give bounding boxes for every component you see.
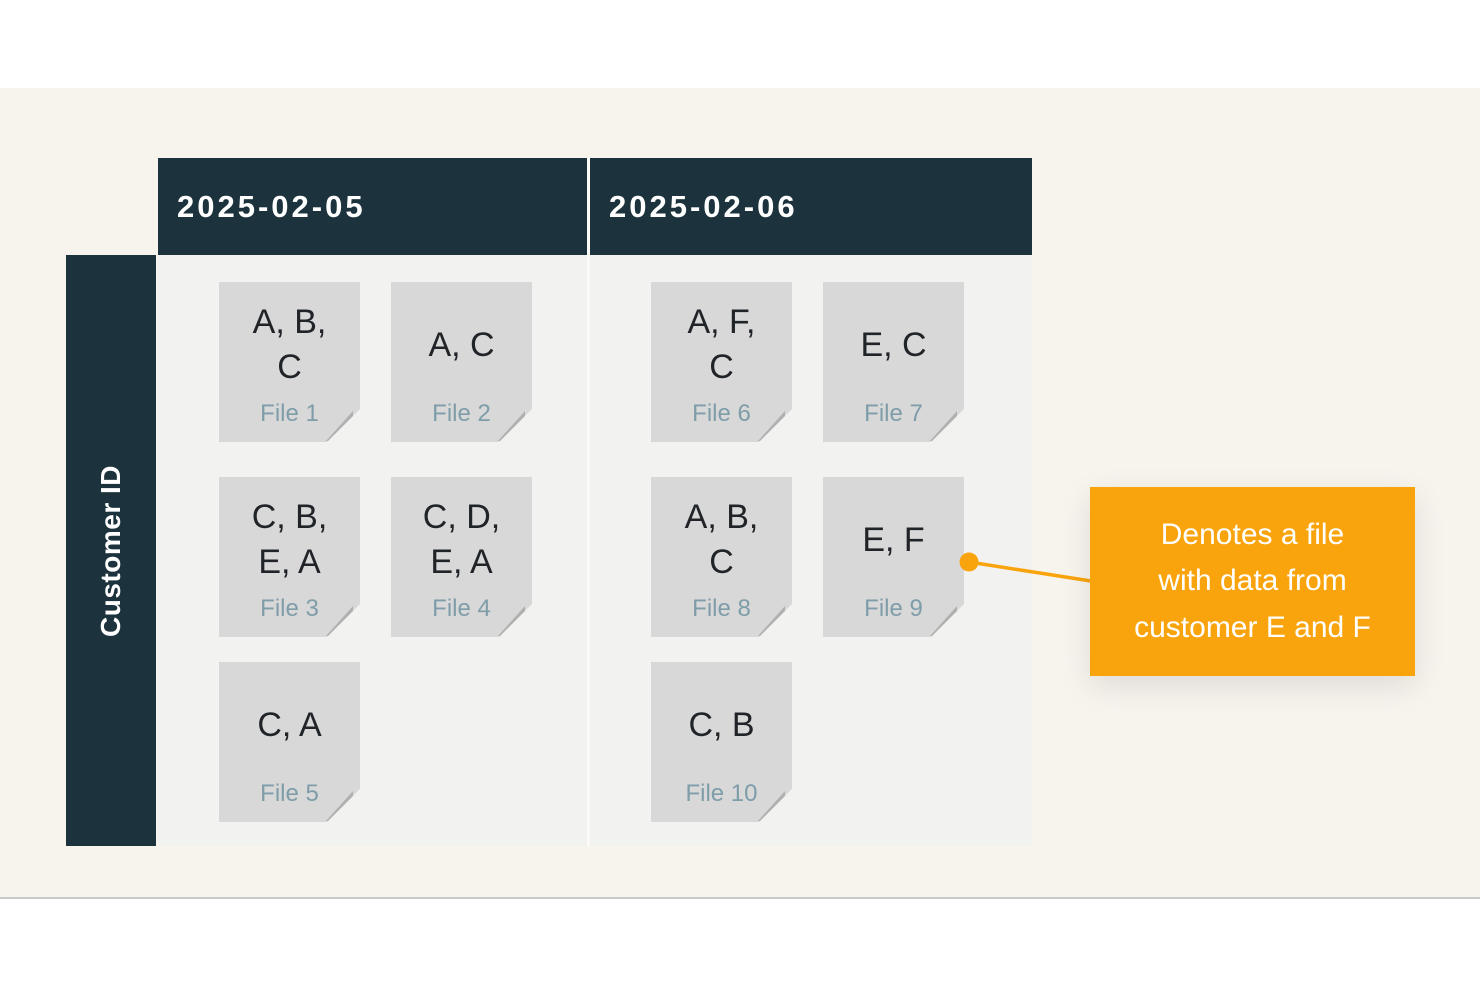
file-customer-line: E, F	[862, 520, 925, 559]
file-card: A, B, C File 8	[651, 477, 792, 637]
customer-id-label: Customer ID	[95, 464, 126, 637]
file-customers: A, B, C	[651, 477, 792, 595]
date-header-label: 2025-02-06	[609, 188, 798, 224]
date-header-2025-02-05: 2025-02-05	[158, 158, 587, 255]
file-label: File 2	[432, 400, 491, 427]
file-customer-line: C	[277, 348, 302, 386]
file-customer-line: C, B	[688, 705, 755, 744]
file-customers: C, A	[219, 662, 360, 780]
file-customer-line: C	[709, 543, 734, 581]
file-label: File 5	[260, 780, 319, 807]
file-card: C, B, E, A File 3	[219, 477, 360, 637]
file-customer-line: A, F,	[687, 303, 756, 342]
file-customer-line: C	[709, 348, 734, 386]
file-card: E, C File 7	[823, 282, 964, 442]
file-card: A, F, C File 6	[651, 282, 792, 442]
file-customers: A, F, C	[651, 282, 792, 400]
file-customers: E, C	[823, 282, 964, 400]
file-label: File 10	[685, 780, 758, 807]
file-customer-line: C, B,	[251, 498, 328, 537]
callout-box: Denotes a file with data from customer E…	[1090, 487, 1415, 676]
file-customers: C, D, E, A	[391, 477, 532, 595]
file-customer-line: A, B,	[252, 303, 327, 342]
file-label: File 4	[432, 595, 491, 622]
file-customer-line: E, C	[860, 325, 927, 364]
file-customer-line: E, A	[258, 543, 321, 581]
file-card: A, B, C File 1	[219, 282, 360, 442]
file-customers: A, C	[391, 282, 532, 400]
file-label: File 3	[260, 595, 319, 622]
file-customer-line: C, D,	[422, 498, 501, 537]
file-customer-line: E, A	[430, 543, 493, 581]
customer-id-axis: Customer ID	[66, 255, 156, 846]
callout-text-line: customer E and F	[1134, 610, 1371, 644]
file-card: A, C File 2	[391, 282, 532, 442]
file-card: E, F File 9	[823, 477, 964, 637]
file-card: C, D, E, A File 4	[391, 477, 532, 637]
file-label: File 9	[864, 595, 923, 622]
file-label: File 7	[864, 400, 923, 427]
date-header-2025-02-06: 2025-02-06	[590, 158, 1032, 255]
file-customer-line: C, A	[257, 705, 322, 744]
file-card: C, B File 10	[651, 662, 792, 822]
file-label: File 6	[692, 400, 751, 427]
file-customer-line: A, B,	[684, 498, 759, 537]
file-label: File 1	[260, 400, 319, 427]
file-customers: E, F	[823, 477, 964, 595]
date-header-label: 2025-02-05	[177, 188, 366, 224]
file-customers: A, B, C	[219, 282, 360, 400]
column-divider	[587, 158, 590, 846]
callout-text-line: Denotes a file	[1160, 517, 1345, 551]
file-label: File 8	[692, 595, 751, 622]
file-customers: C, B, E, A	[219, 477, 360, 595]
file-customers: C, B	[651, 662, 792, 780]
file-card: C, A File 5	[219, 662, 360, 822]
file-customer-line: A, C	[428, 325, 495, 364]
callout-text-line: with data from	[1158, 564, 1347, 598]
